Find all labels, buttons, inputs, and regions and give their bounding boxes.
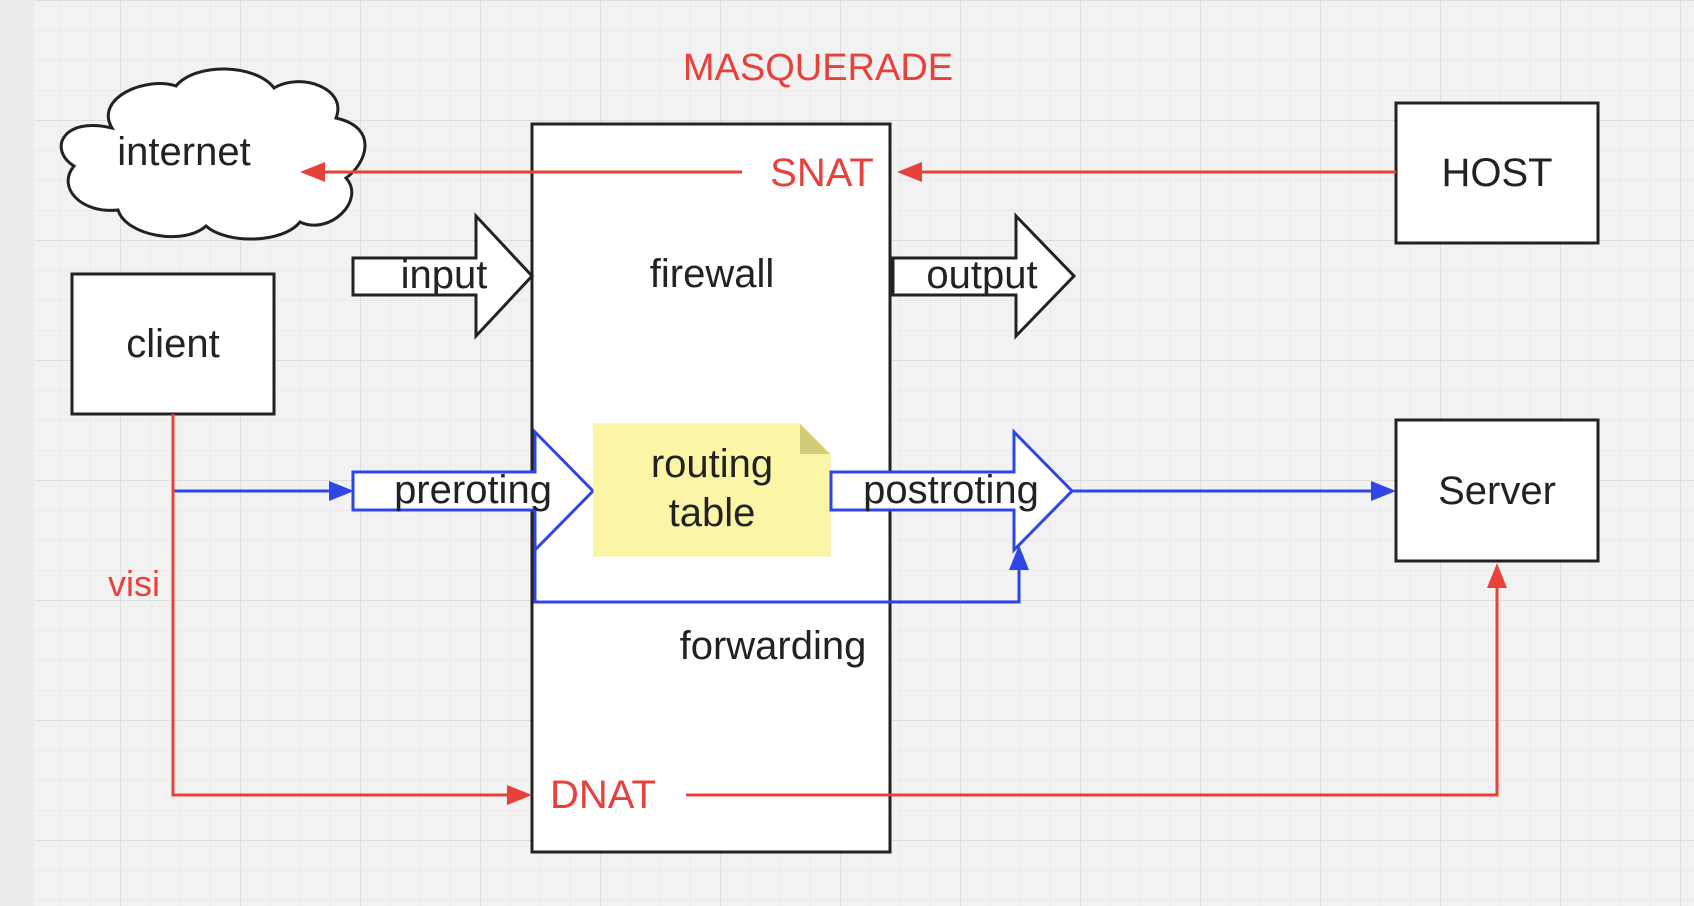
client-label: client: [126, 322, 219, 366]
prerouting-label: preroting: [394, 468, 552, 512]
visit-label: visi: [108, 563, 160, 604]
dnat-label: DNAT: [550, 773, 656, 817]
postrouting-label: postroting: [863, 468, 1039, 512]
internet-label: internet: [117, 130, 250, 174]
forwarding-label: forwarding: [680, 624, 867, 668]
host-label: HOST: [1441, 151, 1552, 195]
output-chain-arrow[interactable]: [891, 212, 1077, 340]
snat-path: [300, 162, 1396, 182]
dnat-path: [171, 414, 1507, 805]
server-label: Server: [1438, 469, 1556, 513]
routing-table-label-line1: routing: [651, 442, 773, 486]
forwarding-path: [533, 545, 1029, 604]
server-box[interactable]: [1394, 418, 1600, 563]
output-label: output: [926, 253, 1037, 297]
diagram-title: MASQUERADE: [683, 47, 953, 89]
left-margin-strip: [0, 0, 34, 906]
postrouting-to-server-path: [1072, 481, 1396, 501]
client-box[interactable]: [70, 272, 276, 416]
prerouting-chain-arrow[interactable]: [351, 428, 596, 554]
routing-table-label-line2: table: [669, 491, 756, 535]
snat-label: SNAT: [770, 151, 874, 195]
postrouting-chain-arrow[interactable]: [829, 428, 1075, 554]
internet-cloud[interactable]: [59, 67, 367, 241]
input-label: input: [401, 253, 488, 297]
firewall-label: firewall: [650, 252, 774, 296]
client-to-prerouting-path: [174, 481, 354, 501]
input-chain-arrow[interactable]: [351, 212, 535, 340]
